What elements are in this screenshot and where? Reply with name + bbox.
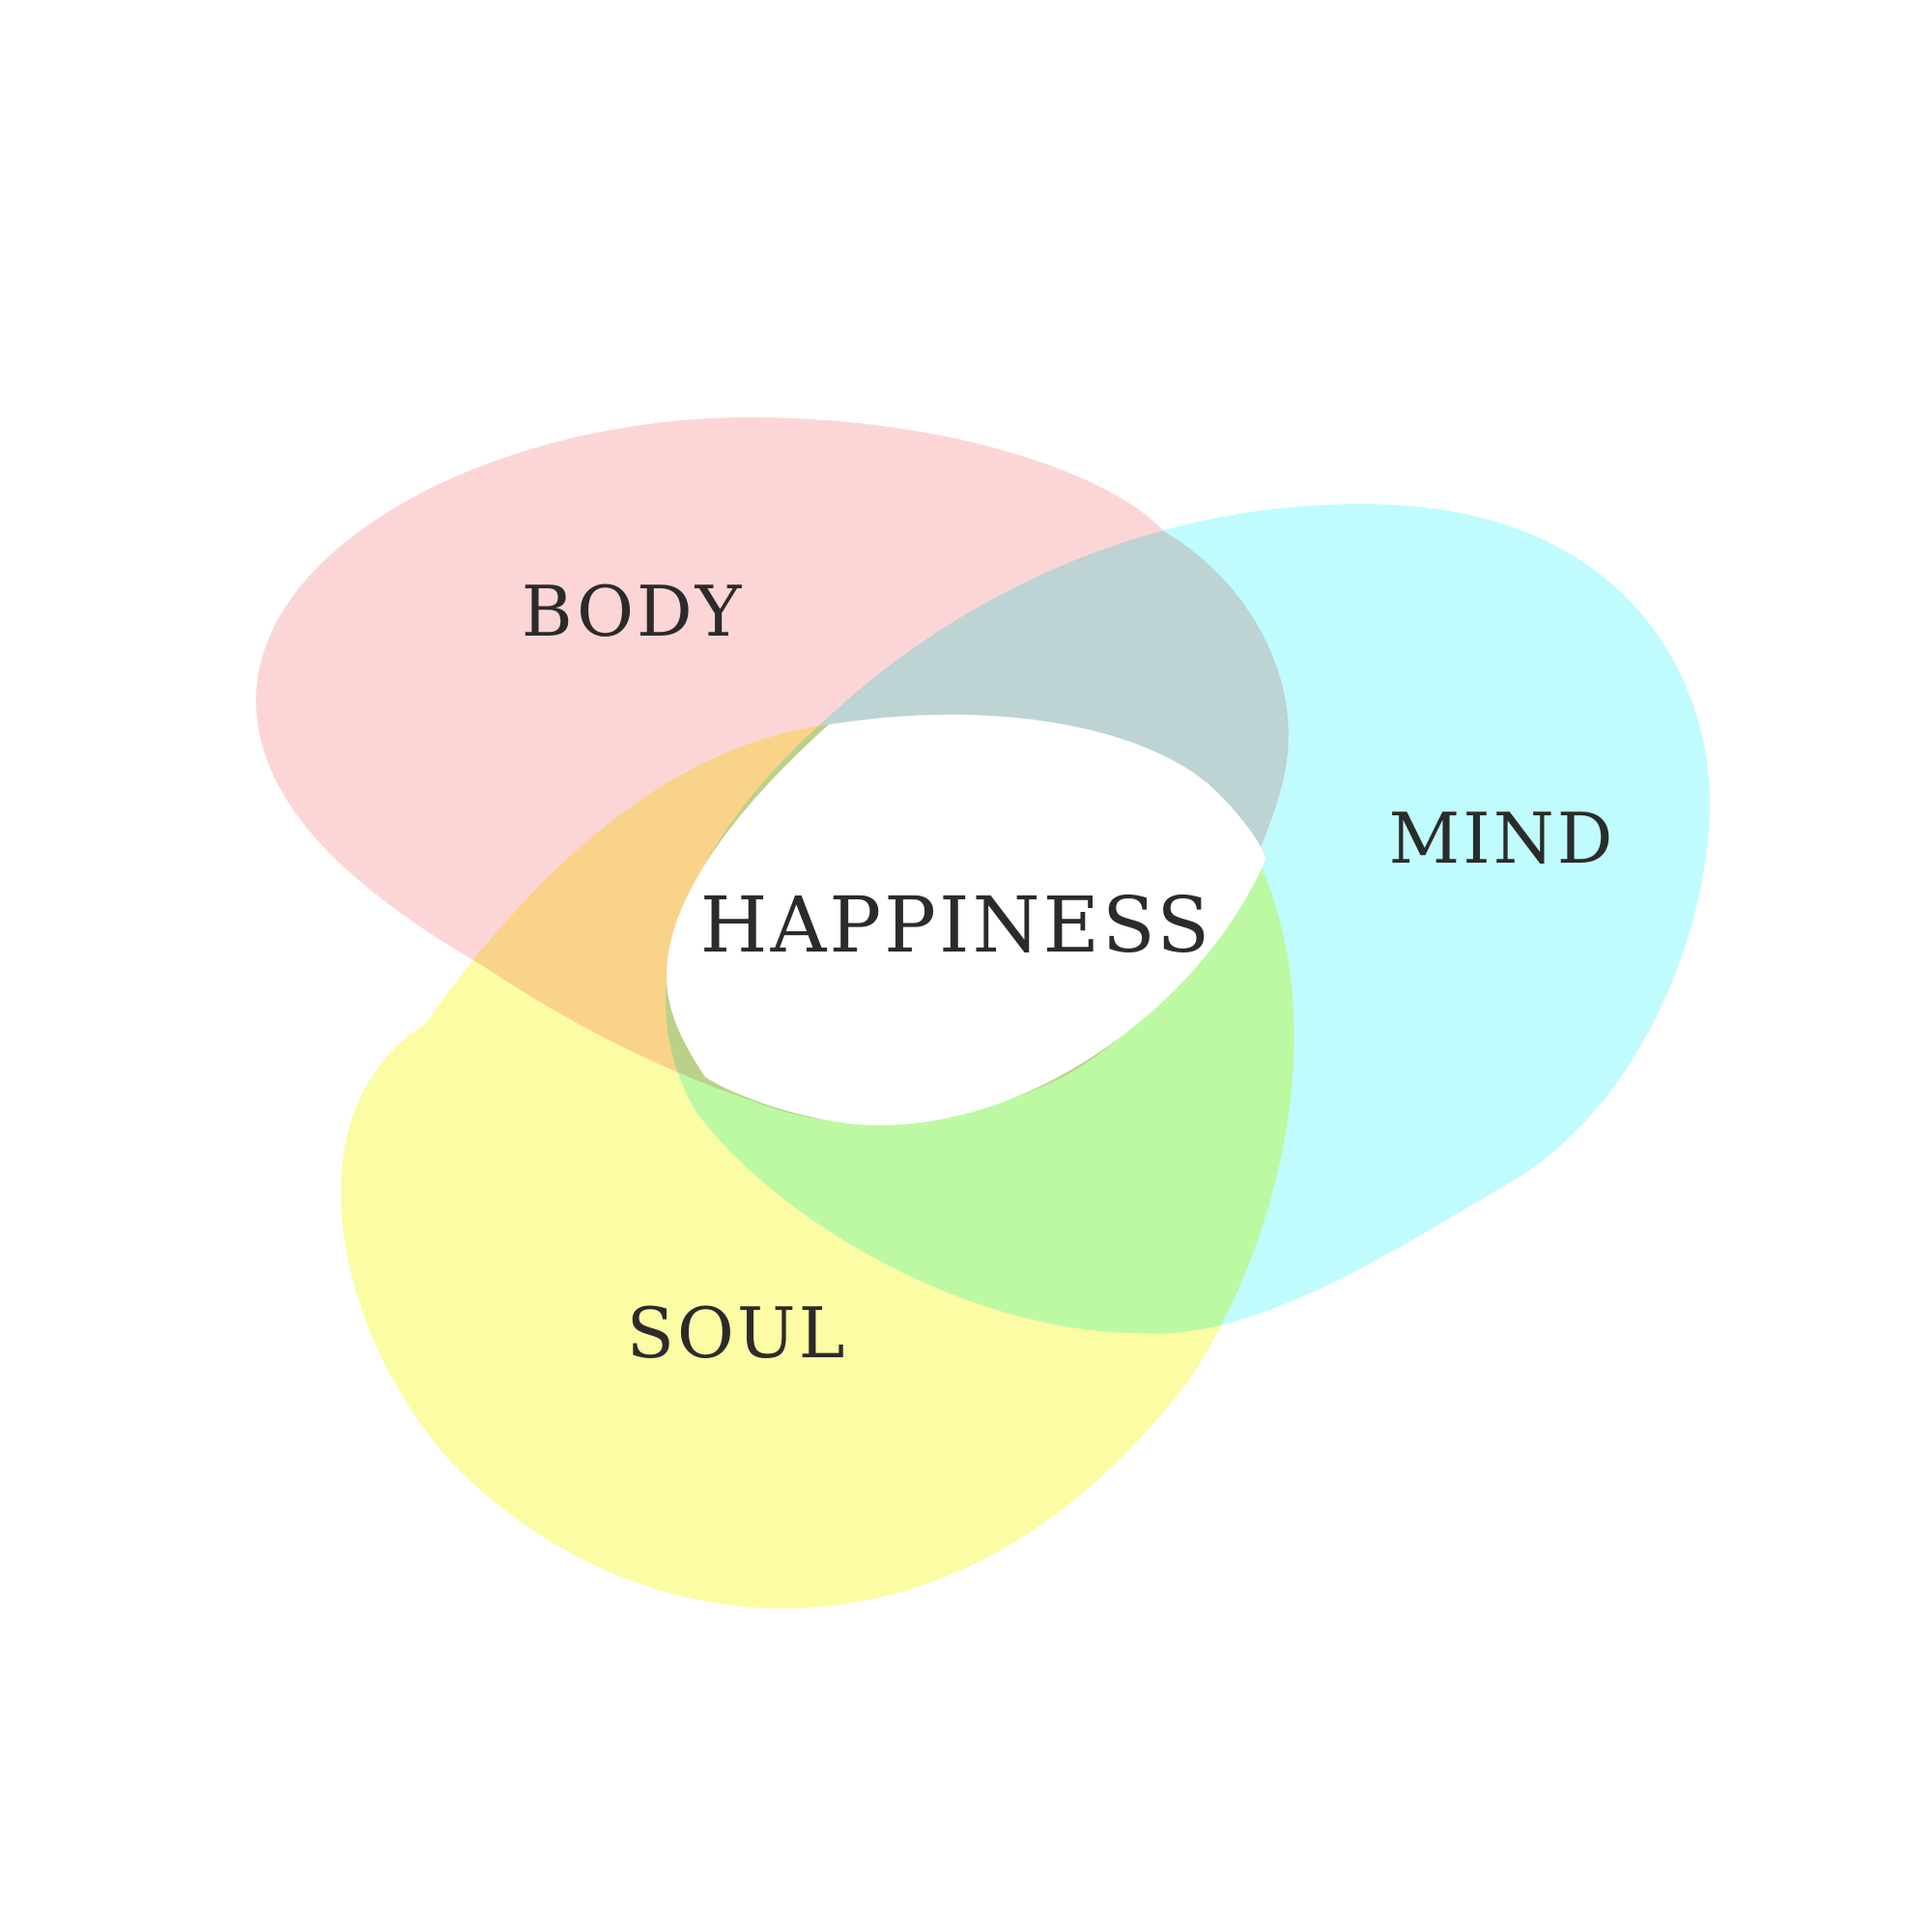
happiness-zone <box>667 714 1265 1125</box>
body-label: BODY <box>522 571 745 652</box>
happiness-label: HAPPINESS <box>700 880 1212 970</box>
mind-label: MIND <box>1389 798 1616 879</box>
soul-label: SOUL <box>627 1293 848 1374</box>
